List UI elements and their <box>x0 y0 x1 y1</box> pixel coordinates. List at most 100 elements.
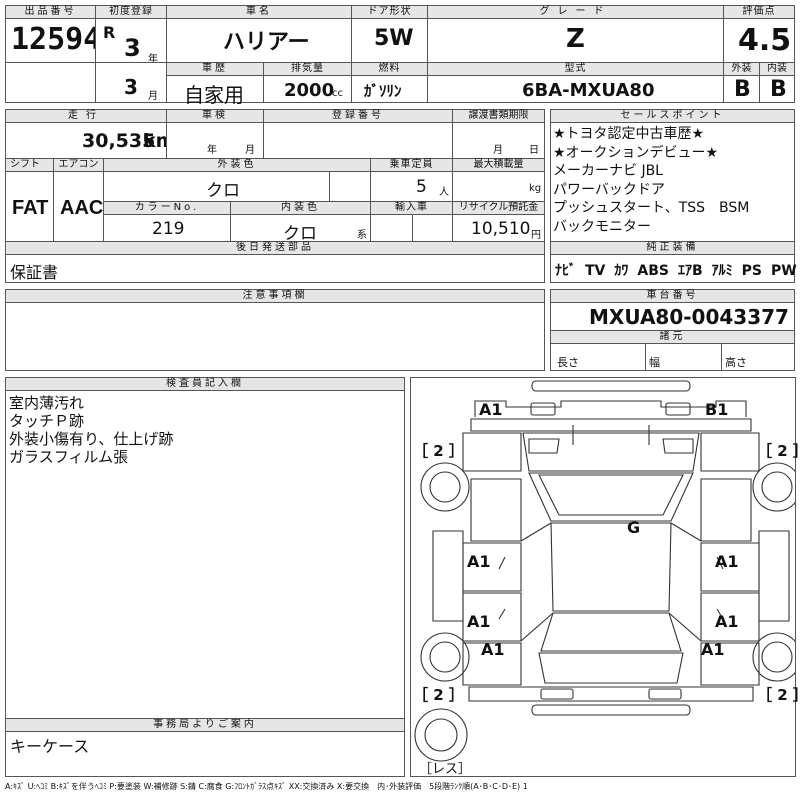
score-cell: 評価点 4.5 <box>723 5 795 63</box>
color-number-label: カラーNo. <box>104 202 230 215</box>
office-notice-cell: 事務局よりご案内 キーケース <box>5 718 405 777</box>
office-notice-label: 事務局よりご案内 <box>6 719 404 732</box>
history: 自家用 <box>184 83 244 107</box>
inspector-notes-cell: 検査員記入欄 室内薄汚れ タッチＰ跡 外装小傷有り、仕上げ跡 ガラスフィルム張 <box>5 377 405 719</box>
displacement-unit: cc <box>332 88 343 99</box>
equipment-item: ｶﾜ <box>614 263 629 279</box>
era: R <box>103 23 116 42</box>
equipment-item: PS <box>741 263 762 279</box>
registration-number-label: 登録番号 <box>264 110 452 123</box>
office-notice-text: キーケース <box>10 737 90 756</box>
capacity-cell: 乗車定員 5 人 <box>370 158 453 202</box>
door-label: ドア形状 <box>352 6 427 19</box>
color-number: 219 <box>152 219 185 239</box>
notes-label: 注意事項欄 <box>6 290 544 303</box>
shift: FAT <box>12 197 49 219</box>
max-load-label: 最大積載量 <box>453 159 544 172</box>
model-code: 6BA-MXUA80 <box>522 80 655 101</box>
equipment-item: PW <box>771 263 797 279</box>
exterior-color: クロ <box>206 181 240 201</box>
first-registration-label: 初度登録 <box>96 6 166 19</box>
tire-rear-right: ［ 2 ］ <box>757 686 800 704</box>
color-number-cell: カラーNo. 219 <box>103 201 231 242</box>
length-label: 長さ <box>557 356 579 369</box>
equipment-item: ABS <box>637 263 669 279</box>
mark-right-quarter: A1 <box>701 640 725 659</box>
history-label: 車歴 <box>167 63 263 76</box>
equipment-item: TV <box>585 263 606 279</box>
transfer-day-unit: 日 <box>529 145 539 156</box>
recycle-fee-cell: リサイクル預託金 10,510 円 <box>452 201 545 242</box>
mark-left-quarter: A1 <box>481 640 505 659</box>
capacity-unit: 人 <box>439 187 449 198</box>
transfer-deadline-label: 譲渡書類期限 <box>453 110 544 123</box>
model-label: 型式 <box>428 63 723 76</box>
lot-number: 12594 <box>11 22 102 57</box>
sales-points-text: ★トヨタ認定中古車歴★ ★オークションデビュー★ メーカーナビ JBL パワーバ… <box>553 126 750 235</box>
exterior-grade-label: 外装 <box>724 63 759 76</box>
inspection-cell: 車検 年 月 <box>166 109 264 159</box>
capacity-label: 乗車定員 <box>371 159 452 172</box>
aircon-cell: エアコン AAC <box>53 158 104 242</box>
equipment-item: ｱﾙﾐ <box>711 263 733 279</box>
fuel-cell: 燃料 ｶﾞｿﾘﾝ <box>351 62 428 103</box>
max-load-unit: kg <box>529 183 542 194</box>
mileage: 30,535 <box>82 130 156 152</box>
history-cell: 車歴 自家用 <box>166 62 264 107</box>
aircon-label: エアコン <box>54 159 103 172</box>
car-name: ハリアー <box>223 30 310 55</box>
tire-rear-left: ［ 2 ］ <box>413 686 464 704</box>
aircon: AAC <box>60 197 104 219</box>
spare-tire: ［レス］ <box>419 762 472 777</box>
chassis-number: MXUA80-0043377 <box>589 305 789 329</box>
width-label: 幅 <box>649 356 660 369</box>
inspection-year-unit: 年 <box>207 145 217 156</box>
interior-color-label: 内装色 <box>231 202 370 215</box>
car-name-cell: 車名 ハリアー <box>166 5 352 63</box>
interior-color: クロ <box>283 224 317 244</box>
height-label: 高さ <box>725 356 747 369</box>
interior-color-cell: 内装色 クロ 系 <box>230 201 371 244</box>
chassis-number-cell: 車台番号 MXUA80-0043377 <box>550 289 795 331</box>
mark-right-rear-door: A1 <box>715 612 739 631</box>
first-registration-month-cell: 3 月 <box>95 62 167 103</box>
displacement: 2000 <box>284 80 335 101</box>
inspection-month-unit: 月 <box>245 145 255 156</box>
interior-grade: B <box>770 77 787 102</box>
score-label: 評価点 <box>724 6 794 19</box>
score: 4.5 <box>738 23 792 58</box>
exterior-grade: B <box>734 77 751 102</box>
chassis-number-label: 車台番号 <box>551 290 794 303</box>
mark-front-left: A1 <box>479 400 503 419</box>
door-type: 5W <box>374 26 414 51</box>
damage-diagram-cell: A1 B1 G A1 A1 A1 A1 A1 A1 A1 ［ 2 ］ ［ 2 ］… <box>410 377 800 777</box>
displacement-label: 排気量 <box>264 63 351 76</box>
shift-cell: シフト FAT <box>5 158 54 242</box>
transfer-deadline-cell: 譲渡書類期限 月 日 <box>452 109 545 159</box>
inspector-notes-text: 室内薄汚れ タッチＰ跡 外装小傷有り、仕上げ跡 ガラスフィルム張 <box>9 394 174 466</box>
mark-left-rear-door: A1 <box>467 612 491 631</box>
tire-front-right: ［ 2 ］ <box>757 442 800 460</box>
recycle-fee: 10,510 <box>471 219 531 239</box>
exterior-grade-cell: 外装 B <box>723 62 760 103</box>
inspection-label: 車検 <box>167 110 263 123</box>
tire-front-left: ［ 2 ］ <box>413 442 464 460</box>
mark-windshield: G <box>627 518 641 537</box>
legend: A:ｷｽﾞ U:ﾍｺﾐ B:ｷｽﾞを伴うﾍｺﾐ P:要塗装 W:補修跡 S:錆 … <box>5 782 528 791</box>
max-load-cell: 最大積載量 kg <box>452 158 545 202</box>
displacement-cell: 排気量 2000 cc <box>263 62 352 103</box>
interior-grade-label: 内装 <box>760 63 794 76</box>
exterior-color-cell: 外装色 クロ <box>103 158 371 202</box>
interior-color-unit: 系 <box>357 230 367 241</box>
notes-cell: 注意事項欄 <box>5 289 545 371</box>
mark-right-front-door: A1 <box>715 552 739 571</box>
fuel: ｶﾞｿﾘﾝ <box>364 82 402 100</box>
model-cell: 型式 6BA-MXUA80 <box>427 62 724 103</box>
recycle-fee-label: リサイクル預託金 <box>453 202 544 215</box>
transfer-month-unit: 月 <box>493 145 503 156</box>
month-unit: 月 <box>148 91 158 102</box>
mileage-label: 走行 <box>6 110 166 123</box>
mileage-cell: 走行 30,535 km <box>5 109 175 159</box>
specs-cell: 諸元 長さ 幅 高さ <box>550 330 795 371</box>
